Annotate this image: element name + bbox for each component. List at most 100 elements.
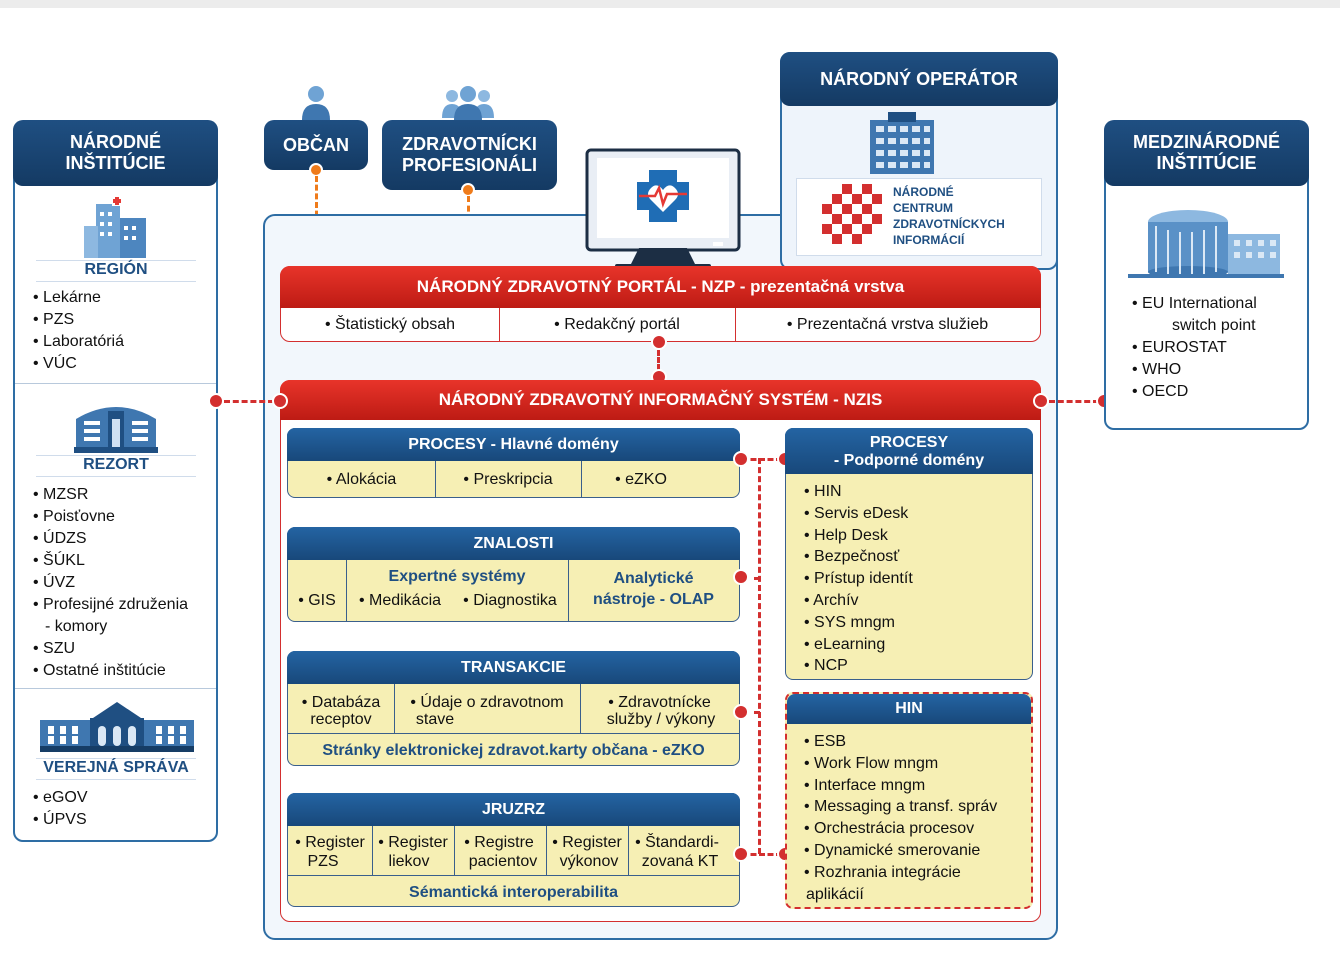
procesy-hlavne-title: PROCESY - Hlavné domény [408,436,619,453]
international-title-1: MEDZINÁRODNÉ [1133,132,1280,152]
national-institutions-title-2: INŠTITÚCIE [65,153,166,173]
list-item: • Interface mngm [804,776,926,794]
people-icon [442,86,494,120]
hin-box [785,692,1033,909]
olap-line-2: nástroje - OLAP [593,591,714,608]
logo-line: INFORMÁCIÍ [893,233,965,247]
list-item: • NCP [804,657,848,675]
jruzrz-title: JRUZRZ [481,801,546,818]
list-item: • Help Desk [804,526,888,544]
procesy-podporne-title-1: PROCESY [869,434,949,451]
list-item: • SYS mngm [804,613,895,631]
connector-dot [733,451,749,467]
cell-gis: • GIS [298,592,336,609]
cell-register-pzs-1: • Register [295,834,365,851]
list-item: • ÚPVS [33,811,87,828]
list-item: • ŠÚKL [33,552,85,569]
divider [499,308,500,341]
cell-standardizovana-2: zovaná KT [641,853,719,870]
connector-dot [733,569,749,585]
international-building-icon [1128,210,1284,278]
transakcie-title: TRANSAKCIE [461,659,566,676]
cell-ezko: • eZKO [615,471,667,488]
jruzrz-header: JRUZRZ [287,793,740,826]
connector-dot [1033,393,1049,409]
cell-registre-pacientov-1: • Registre [464,834,534,851]
profesionali-line-2: PROFESIONÁLI [401,155,537,175]
profesionali-line-1: ZDRAVOTNÍCKI [402,134,537,154]
list-item: • ÚVZ [33,574,76,591]
olap-line-1: Analytické [613,570,694,587]
jruzrz-cells: • Register PZS • Register liekov • Regis… [288,826,739,876]
right-connector-line [758,458,761,854]
cell-register-vykonov-2: výkonov [559,853,619,870]
divider [372,826,373,875]
operator-header: NÁRODNÝ OPERÁTOR [780,52,1058,106]
public-building-icon [40,702,194,752]
list-item: • OECD [1132,383,1189,400]
list-item: • ÚDZS [33,530,87,547]
nczi-logo [822,184,882,244]
connector-h-procesy [742,458,782,461]
list-item: • Orchestrácia procesov [804,820,975,838]
list-item: • Laboratóriá [33,333,124,350]
znalosti-header: ZNALOSTI [287,527,740,560]
znalosti-cells: • GIS Expertné systémy • Medikácia • Dia… [288,560,739,621]
divider [546,826,547,875]
connector-dot [733,704,749,720]
international-list: • EU International switch point • EUROST… [1132,293,1302,403]
verejna-sprava-list: • eGOV • ÚPVS [33,787,213,831]
international-institutions-header: MEDZINÁRODNÉ INŠTITÚCIE [1104,120,1309,186]
list-item: • eGOV [33,789,88,806]
international-title-2: INŠTITÚCIE [1156,153,1257,173]
divider [568,560,569,621]
hospital-icon [84,196,146,258]
list-item: • Dynamické smerovanie [804,841,981,859]
list-item: • Bezpečnosť [804,548,900,566]
cell-preskripcia: • Preskripcia [463,471,553,488]
cell-medikacia: • Medikácia [358,592,442,609]
list-item: switch point [1172,317,1256,334]
hin-list: • ESB • Work Flow mngm • Interface mngm … [804,731,1030,905]
divider [580,684,581,733]
person-icon [302,86,330,120]
list-item: • Profesijné združenia [33,596,189,613]
divider [628,826,629,875]
obcan-box: OBČAN [264,120,368,170]
list-item: • Rozhrania integrácie [804,863,961,881]
list-item: • MZSR [33,486,89,503]
list-item: - komory [45,618,108,635]
list-item: • ESB [804,733,847,750]
cell-register-pzs-2: PZS [307,853,339,870]
connector-dot [272,393,288,409]
national-institutions-title-1: NÁRODNÉ [69,132,161,152]
nzp-title-bar: NÁRODNÝ ZDRAVOTNÝ PORTÁL - NZP - prezent… [280,266,1041,308]
connector-h-transakcie [742,711,760,714]
list-item: • Ostatné inštitúcie [33,662,166,679]
cell-register-vykonov-1: • Register [552,834,622,851]
transakcie-footer: Stránky elektronickej zdravot.karty obča… [322,742,705,759]
obcan-label: OBČAN [283,135,349,155]
operator-title: NÁRODNÝ OPERÁTOR [820,69,1018,89]
list-item: • Servis eDesk [804,504,909,522]
right-nzis-connector [1049,400,1099,403]
computer-monitor-icon [585,148,741,272]
nzp-cells: • Štatistický obsah • Redakčný portál • … [281,308,1040,341]
list-item: • WHO [1132,361,1182,378]
list-item: • EUROSTAT [1132,339,1227,356]
office-building-icon [870,112,934,174]
cell-diagnostika: • Diagnostika [463,592,557,609]
divider [581,461,582,497]
region-list: • Lekárne • PZS • Laboratóriá • VÚC [33,287,213,375]
region-label: REGIÓN [36,260,196,282]
procesy-hlavne-cells: • Alokácia • Preskripcia • eZKO [288,461,739,497]
cell-databaza-2: receptov [310,711,372,728]
logo-line: NÁRODNÉ [893,185,954,199]
rezort-label: REZORT [36,455,196,477]
list-item: • SZU [33,640,76,657]
list-item: • Messaging a transf. správ [804,798,998,816]
nczi-logo-text: NÁRODNÉ CENTRUM ZDRAVOTNÍCKYCH INFORMÁCI… [893,184,1005,248]
procesy-podporne-list: • HIN • Servis eDesk • Help Desk • Bezpe… [804,481,1024,677]
top-strip [0,0,1340,8]
divider [454,826,455,875]
